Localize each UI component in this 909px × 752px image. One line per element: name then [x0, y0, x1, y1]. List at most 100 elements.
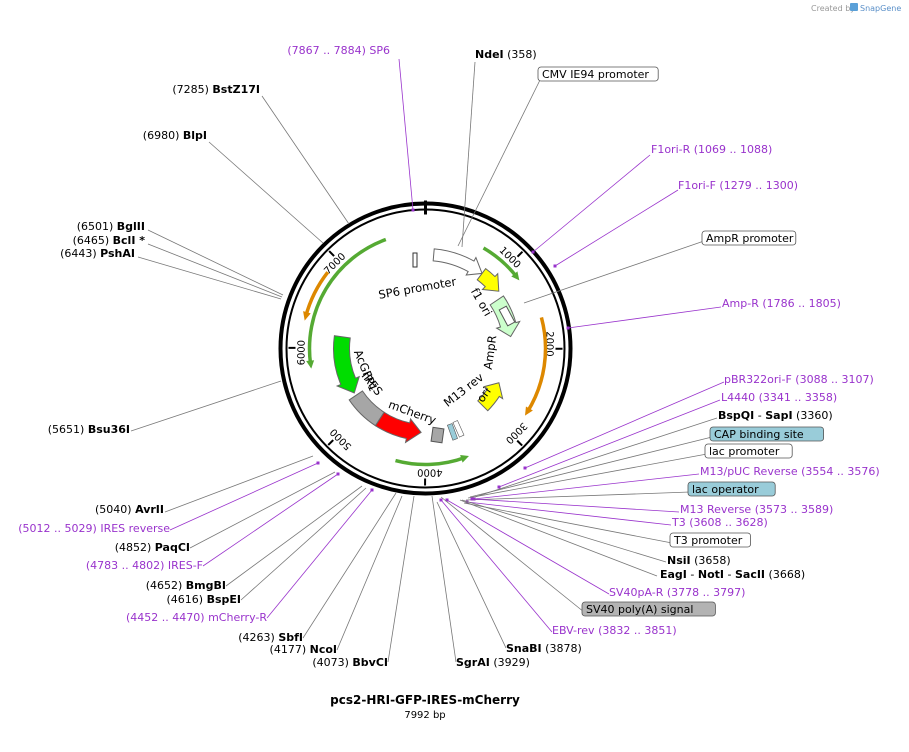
annotation-25: T3 promoter — [669, 532, 751, 548]
leader-1 — [461, 61, 476, 248]
orf-arc-2 — [525, 316, 548, 414]
leader-27 — [202, 473, 339, 567]
feature-box-label: AmpR promoter — [706, 232, 794, 245]
snapgene-logo-icon — [850, 3, 858, 11]
leader-13 — [498, 399, 721, 488]
annotation-0: (7867 .. 7884) SP6 — [287, 44, 390, 57]
tick-marks — [288, 200, 563, 486]
orf-arc-1-head — [511, 271, 520, 281]
annotation-text: SgrAI (3929) — [456, 656, 530, 669]
leader-11 — [567, 306, 722, 329]
annotation-text: (6465) BclI * — [73, 234, 146, 247]
primer-site-marker — [531, 250, 535, 254]
annotation-text: SV40pA-R (3778 .. 3797) — [609, 586, 745, 599]
annotation-17: lac promoter — [704, 443, 793, 459]
feature-box — [704, 443, 793, 459]
annotation-3: (7285) BstZ17I — [172, 83, 260, 96]
annotation-labels: (7867 .. 7884) SP6 NdeI (358)CMV IE94 pro… — [18, 44, 879, 669]
feature-box — [669, 532, 751, 548]
plasmid-size: 7992 bp — [404, 710, 445, 721]
annotation-5: F1ori-R (1069 .. 1088) — [651, 143, 772, 156]
leader-12 — [524, 381, 725, 469]
annotation-23: T3 (3608 .. 3628) — [671, 516, 768, 529]
leader-10 — [137, 256, 282, 300]
leader-7 — [523, 240, 705, 304]
annotation-14: BspQI - SapI (3360) — [718, 409, 833, 422]
annotation-7: AmpR promoter — [701, 230, 797, 246]
ampr-promoter-block — [498, 305, 516, 327]
orf-arc-3-head — [460, 455, 469, 463]
leader-4 — [208, 141, 324, 244]
credit-text: Created by — [811, 4, 855, 13]
f1-ori-arrow — [476, 267, 500, 292]
annotation-text: BspQI - SapI (3360) — [718, 409, 833, 422]
leader-28 — [459, 499, 658, 577]
annotation-text: NdeI (358) — [475, 48, 537, 61]
leader-22 — [169, 462, 319, 531]
primer-site-marker — [445, 498, 449, 502]
tick-3000 — [516, 439, 523, 447]
mcherry-arrow — [374, 411, 422, 444]
lac-promoter-block — [452, 420, 465, 438]
feature-box-label: CAP binding site — [714, 428, 804, 441]
orf-arc-4-head — [306, 360, 315, 369]
feature-box-label: lac promoter — [709, 445, 780, 458]
leader-29 — [225, 485, 363, 587]
features — [303, 237, 548, 467]
annotation-36: SnaBI (3878) — [506, 642, 582, 655]
annotation-text: T3 (3608 .. 3628) — [671, 516, 768, 529]
annotation-15: (5651) Bsu36I — [48, 423, 130, 436]
leader-2 — [457, 77, 542, 247]
plasmid-backbone — [278, 201, 573, 496]
leader-0 — [398, 58, 414, 211]
feature-box — [537, 66, 659, 82]
annotation-text: F1ori-F (1279 .. 1300) — [678, 179, 798, 192]
leader-lines — [130, 58, 725, 663]
feature-box — [701, 230, 797, 246]
annotation-16: CAP binding site — [709, 426, 824, 442]
leader-18 — [473, 473, 700, 500]
annotation-text: Amp-R (1786 .. 1805) — [722, 297, 841, 310]
cmv-start-block — [412, 252, 418, 268]
leader-20 — [164, 455, 314, 513]
orf-arc-5-head — [303, 311, 311, 321]
leader-36 — [436, 501, 507, 649]
annotation-19: lac operator — [687, 481, 776, 497]
orf-arc-4 — [307, 237, 387, 365]
leader-38 — [387, 495, 415, 663]
ires-block — [348, 390, 385, 427]
plasmid-name: pcs2-HRI-GFP-IRES-mCherry — [330, 693, 520, 707]
leader-21 — [471, 498, 680, 513]
leader-17 — [467, 453, 708, 499]
leader-14 — [474, 417, 718, 498]
leader-39 — [431, 495, 457, 663]
annotation-text: F1ori-R (1069 .. 1088) — [651, 143, 772, 156]
leader-26 — [461, 499, 667, 563]
annotation-2: CMV IE94 promoter — [537, 66, 659, 82]
primer-site-marker — [470, 497, 474, 501]
primer-site-marker — [316, 461, 320, 465]
annotation-13: L4440 (3341 .. 3358) — [721, 391, 837, 404]
primer-site-marker — [411, 208, 415, 212]
tick-label-6000: 6000 — [297, 340, 308, 366]
primer-site-marker — [523, 466, 527, 470]
tick-1000 — [516, 250, 524, 258]
lac-operator-block — [446, 423, 458, 441]
annotation-text: NsiI (3658) — [667, 554, 731, 567]
leader-6 — [554, 189, 679, 267]
annotation-text: (4177) NcoI — [270, 643, 337, 656]
feature-box — [709, 426, 824, 442]
tick-label-3000: 3000 — [503, 420, 529, 446]
annotation-9: (6465) BclI * — [73, 234, 146, 247]
annotation-text: pBR322ori-F (3088 .. 3107) — [724, 373, 874, 386]
ori-arrow — [477, 382, 504, 412]
primer-site-marker — [566, 326, 570, 330]
tick-5000 — [327, 439, 334, 446]
tick-label-4000: 4000 — [417, 466, 442, 477]
annotation-text: (4263) SbfI — [238, 631, 303, 644]
annotation-38: (4073) BbvCI — [312, 656, 388, 669]
tick-7000 — [328, 250, 335, 257]
sp6-promoter-arrow — [432, 248, 483, 276]
feature-box-label: SV40 poly(A) signal — [586, 603, 693, 616]
annotation-text: M13/pUC Reverse (3554 .. 3576) — [700, 465, 880, 478]
